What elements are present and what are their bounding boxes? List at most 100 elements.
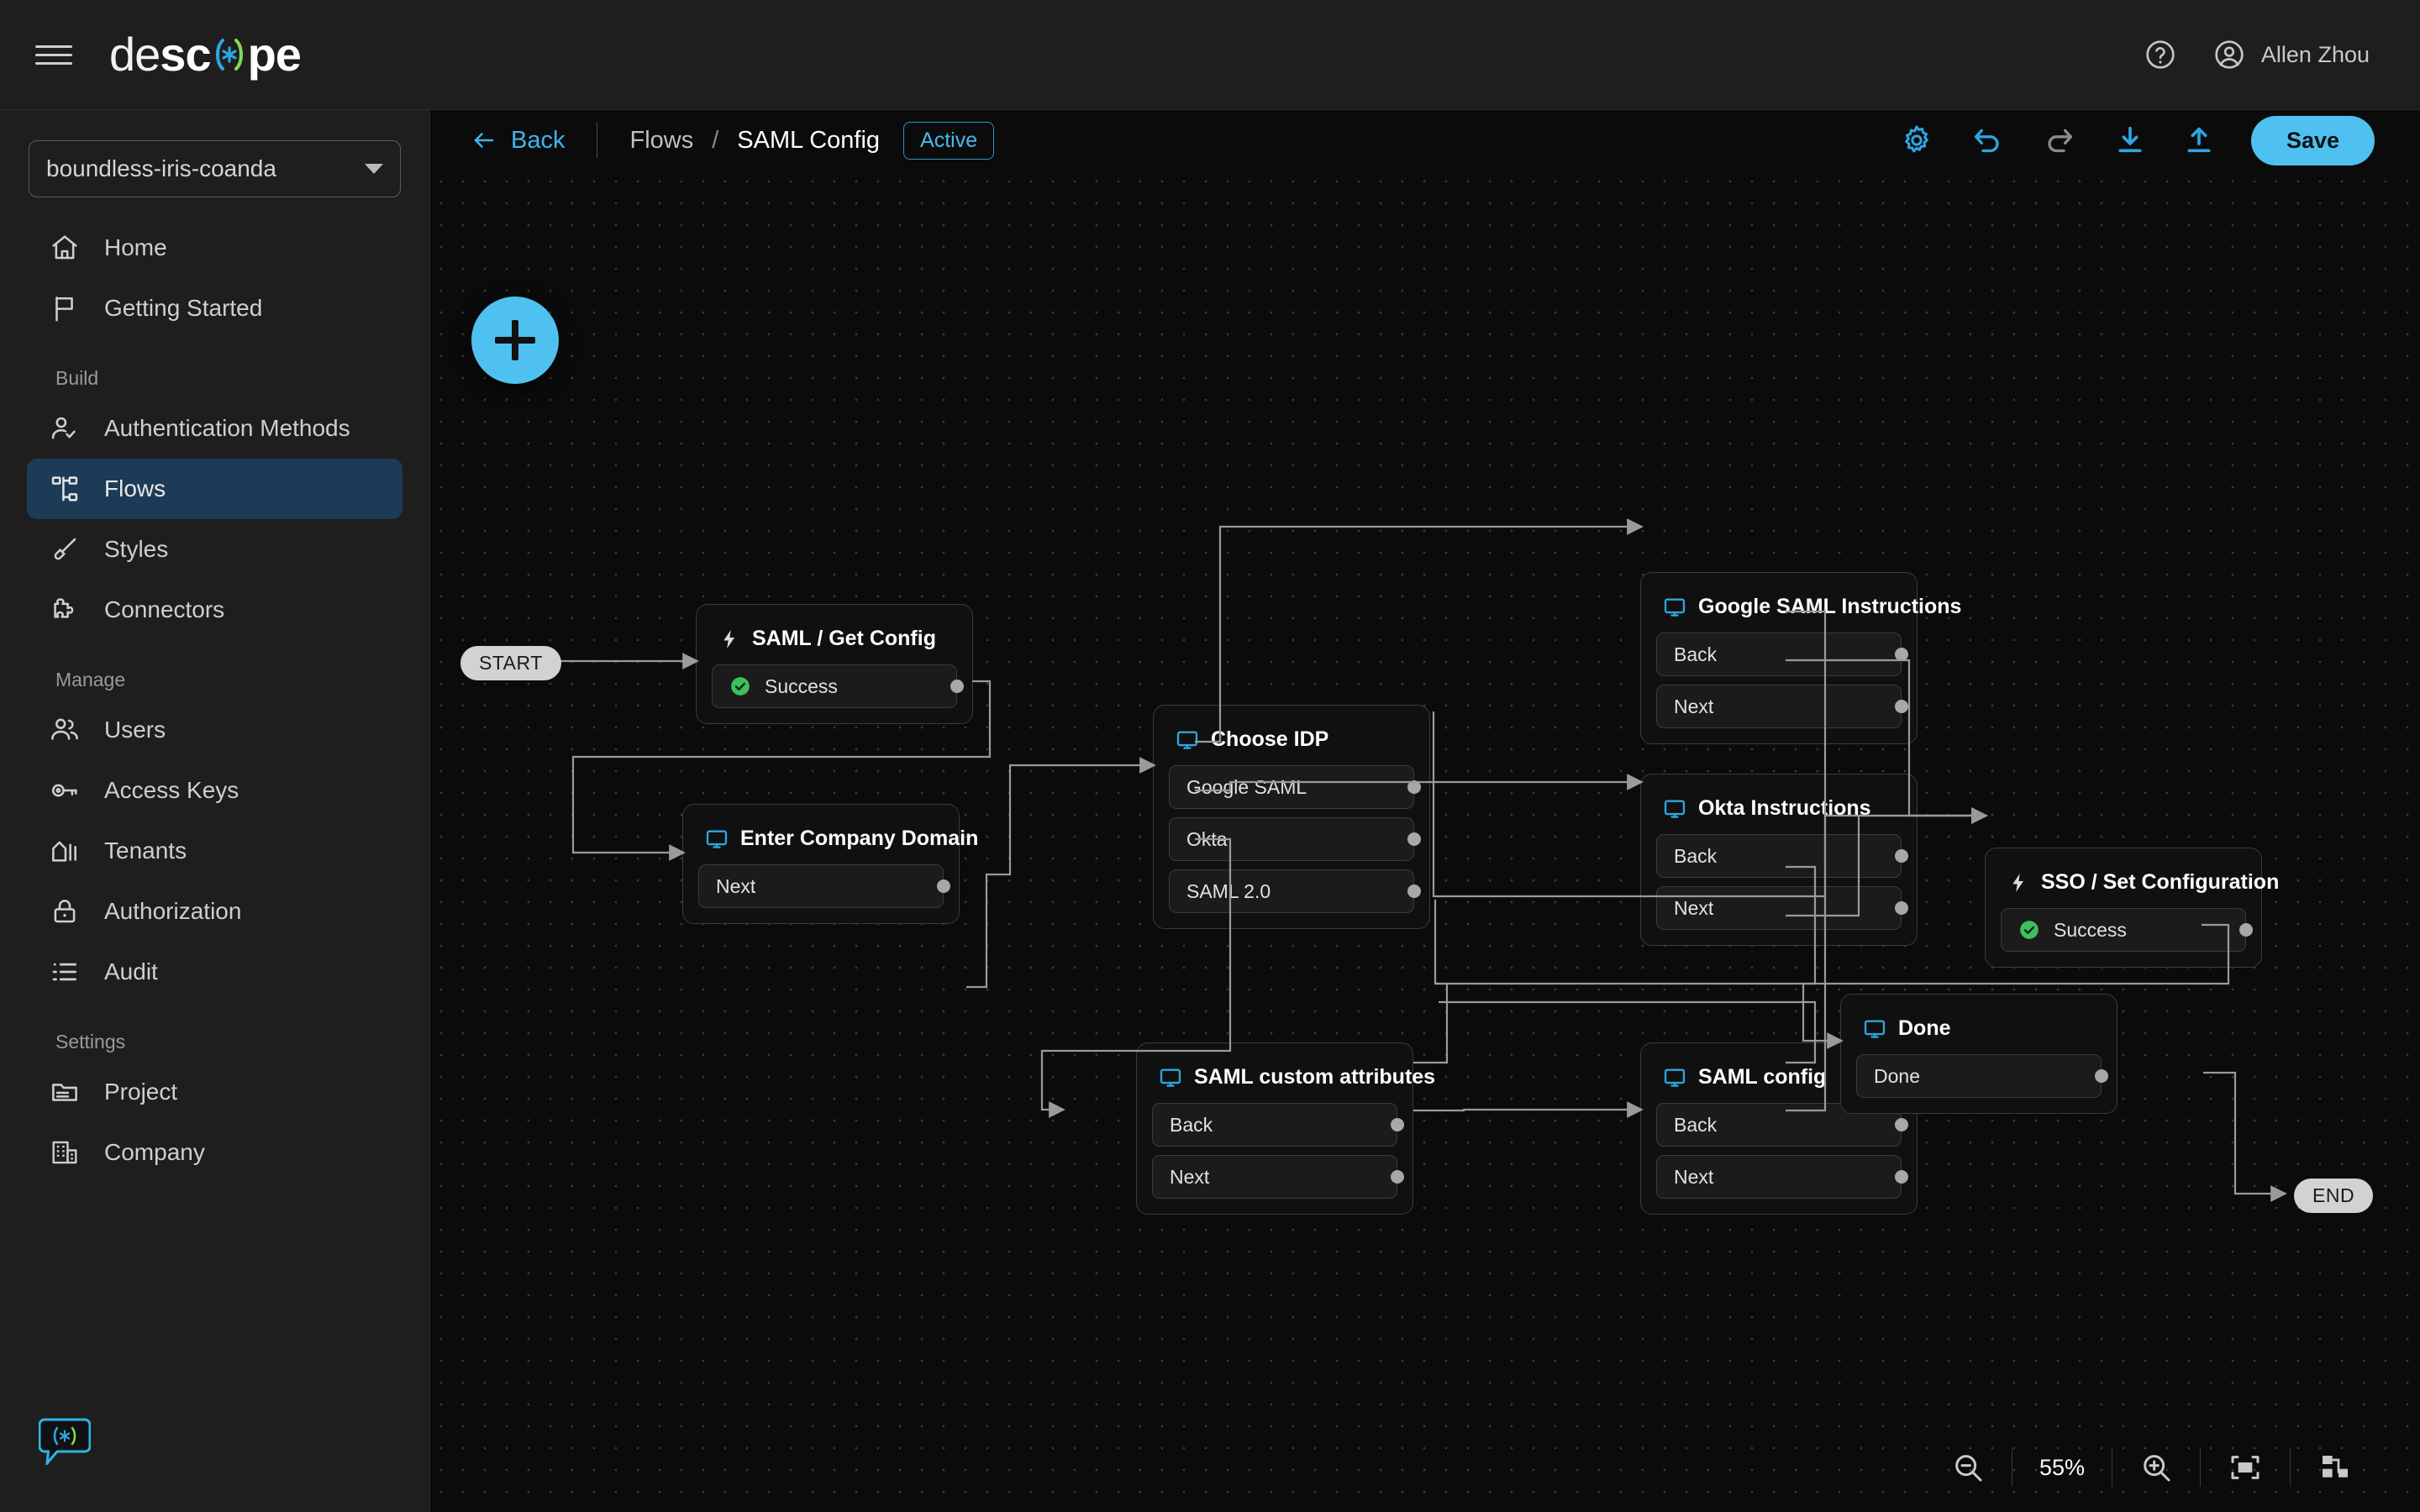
node-sso-set-configuration[interactable]: SSO / Set Configuration Success [1985, 848, 2279, 968]
node-title: Choose IDP [1211, 727, 1329, 751]
output-port[interactable] [950, 680, 964, 693]
sidebar-item-flows[interactable]: Flows [27, 459, 402, 519]
sidebar-item-connectors[interactable]: Connectors [27, 580, 402, 640]
help-circle-icon[interactable] [2144, 38, 2177, 71]
node-choose-idp[interactable]: Choose IDP Google SAML Okta SAML 2.0 [1153, 705, 1430, 929]
sidebar-item-users[interactable]: Users [27, 700, 402, 760]
output-port[interactable] [1895, 1170, 1908, 1184]
sidebar-item-home[interactable]: Home [27, 218, 402, 278]
redo-icon[interactable] [2041, 123, 2078, 157]
node-row-success[interactable]: Success [712, 664, 964, 708]
output-port[interactable] [2239, 923, 2253, 937]
fit-view-icon[interactable] [2201, 1451, 2290, 1484]
user-menu[interactable]: Allen Zhou [2212, 38, 2370, 71]
node-google-saml-instructions[interactable]: Google SAML Instructions Back Next [1640, 572, 1961, 744]
bolt-icon [718, 628, 740, 650]
node-title: SAML / Get Config [752, 627, 936, 650]
output-port[interactable] [1895, 700, 1908, 713]
node-row-next[interactable]: Next [1152, 1155, 1404, 1199]
zoom-level-label[interactable]: 55% [2039, 1454, 2085, 1480]
avatar-icon [2212, 38, 2246, 71]
descope-mark-icon [212, 35, 247, 74]
node-row-label: Back [1170, 1113, 1213, 1136]
node-saml-get-config[interactable]: SAML / Get Config Success [696, 604, 973, 724]
node-row-back[interactable]: Back [1656, 834, 1908, 878]
breadcrumb-separator: / [712, 126, 719, 154]
back-button[interactable]: Back [469, 127, 565, 155]
node-row-next[interactable]: Next [1656, 886, 1908, 930]
upload-icon[interactable] [2182, 123, 2216, 157]
sidebar-item-project[interactable]: Project [27, 1062, 402, 1122]
sidebar-item-styles[interactable]: Styles [27, 519, 402, 580]
output-port[interactable] [2095, 1069, 2108, 1083]
descope-chat-icon[interactable] [39, 1416, 91, 1465]
brand-sc: sc [160, 28, 211, 81]
node-header: SSO / Set Configuration [2007, 870, 2279, 895]
save-button[interactable]: Save [2250, 115, 2375, 165]
node-row-next[interactable]: Next [1656, 1155, 1908, 1199]
node-row-back[interactable]: Back [1152, 1103, 1404, 1147]
sidebar-item-tenants[interactable]: Tenants [27, 821, 402, 881]
breadcrumb-flows[interactable]: Flows [629, 126, 694, 154]
node-row-back[interactable]: Back [1656, 633, 1908, 676]
output-port[interactable] [1407, 885, 1421, 898]
output-port[interactable] [1391, 1118, 1404, 1131]
sidebar-label-connectors: Connectors [104, 596, 225, 622]
chevron-down-icon [365, 164, 383, 174]
node-row-next[interactable]: Next [698, 864, 950, 908]
output-port[interactable] [1407, 832, 1421, 846]
arrow-left-icon [469, 128, 499, 153]
download-icon[interactable] [2113, 123, 2147, 157]
zoom-divider [2290, 1448, 2291, 1487]
status-badge[interactable]: Active [903, 121, 995, 160]
node-header: Choose IDP [1176, 727, 1411, 752]
zoom-out-icon[interactable] [1924, 1451, 2012, 1484]
project-selector[interactable]: boundless-iris-coanda [29, 140, 401, 197]
output-port[interactable] [1407, 780, 1421, 794]
flow-canvas[interactable]: Back Flows / SAML Config Active [430, 110, 2420, 1512]
node-header: SAML custom attributes [1159, 1065, 1435, 1089]
screen-icon [1663, 596, 1686, 619]
node-saml-custom-attributes[interactable]: SAML custom attributes Back Next [1136, 1042, 1435, 1215]
node-row-label: Next [1170, 1165, 1210, 1188]
node-row-okta[interactable]: Okta [1169, 817, 1421, 861]
user-check-icon [49, 412, 81, 444]
sidebar-nav: Home Getting Started Build Authenticatio… [0, 218, 429, 1183]
node-row-success[interactable]: Success [2001, 908, 2253, 952]
sidebar-label-tenants: Tenants [104, 837, 187, 864]
output-port[interactable] [1895, 849, 1908, 863]
node-okta-instructions[interactable]: Okta Instructions Back Next [1640, 774, 1918, 946]
output-port[interactable] [1895, 648, 1908, 661]
output-port[interactable] [937, 879, 950, 893]
sidebar-label-access-keys: Access Keys [104, 777, 239, 803]
gear-icon[interactable] [1900, 123, 1933, 157]
home-icon [49, 232, 81, 264]
hamburger-icon[interactable] [35, 41, 72, 68]
add-node-button[interactable] [471, 297, 559, 384]
sidebar-item-audit[interactable]: Audit [27, 942, 402, 1002]
sidebar-item-company[interactable]: Company [27, 1122, 402, 1183]
node-row-saml-20[interactable]: SAML 2.0 [1169, 869, 1421, 913]
puzzle-icon [49, 594, 81, 626]
sidebar-item-authorization[interactable]: Authorization [27, 881, 402, 942]
node-done[interactable]: Done Done [1840, 994, 2118, 1114]
output-port[interactable] [1895, 901, 1908, 915]
output-port[interactable] [1895, 1118, 1908, 1131]
node-row-done[interactable]: Done [1856, 1054, 2108, 1098]
node-row-label: Okta [1186, 827, 1228, 850]
zoom-in-icon[interactable] [2112, 1451, 2200, 1484]
sidebar-item-access-keys[interactable]: Access Keys [27, 760, 402, 821]
node-row-google-saml[interactable]: Google SAML [1169, 765, 1421, 809]
start-node[interactable]: START [460, 646, 561, 680]
node-row-next[interactable]: Next [1656, 685, 1908, 728]
sidebar-item-authentication-methods[interactable]: Authentication Methods [27, 398, 402, 459]
node-title: Done [1898, 1016, 1951, 1040]
output-port[interactable] [1391, 1170, 1404, 1184]
node-enter-company-domain[interactable]: Enter Company Domain Next [682, 804, 978, 924]
undo-icon[interactable] [1969, 123, 2006, 157]
sidebar-item-getting-started[interactable]: Getting Started [27, 278, 402, 339]
end-node[interactable]: END [2294, 1179, 2374, 1213]
screen-icon [1863, 1017, 1886, 1041]
auto-layout-icon[interactable] [2291, 1451, 2380, 1484]
